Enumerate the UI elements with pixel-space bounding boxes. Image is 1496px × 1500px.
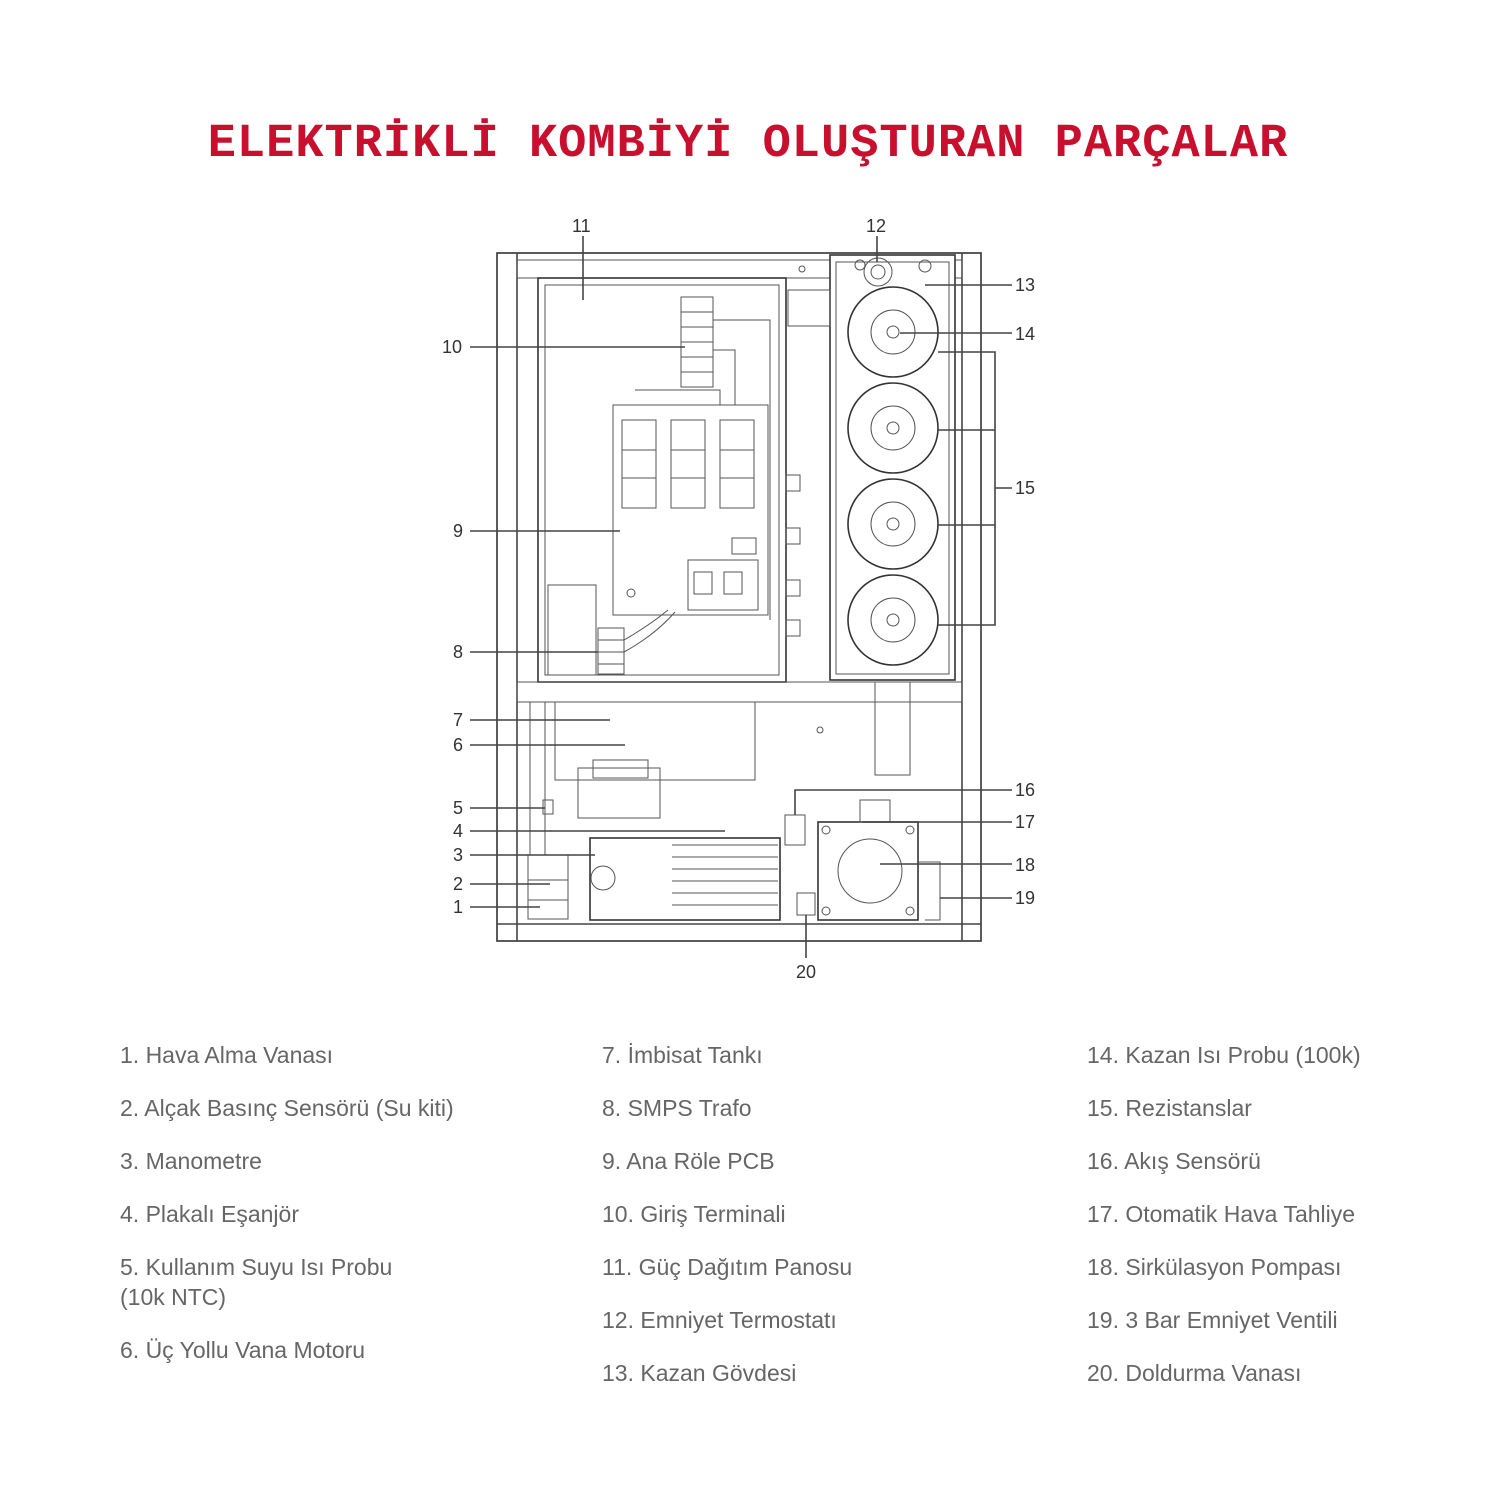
legend-item: 12. Emniyet Termostatı (602, 1307, 837, 1333)
leader-lines (470, 236, 1012, 958)
callout-3: 3 (453, 845, 463, 865)
callout-6: 6 (453, 735, 463, 755)
boiler-body (787, 254, 956, 681)
boiler-diagram: 1 2 3 4 5 6 7 8 9 10 11 12 13 14 15 16 1… (442, 216, 1035, 982)
page-title: ELEKTRİKLİ KOMBİYİ OLUŞTURAN PARÇALAR (207, 118, 1289, 171)
callout-19: 19 (1015, 888, 1035, 908)
callout-15: 15 (1015, 478, 1035, 498)
callout-4: 4 (453, 821, 463, 841)
plate-heat-exchanger (589, 837, 781, 921)
callout-2: 2 (453, 874, 463, 894)
callout-17: 17 (1015, 812, 1035, 832)
safety-thermostat (854, 257, 932, 287)
callout-7: 7 (453, 710, 463, 730)
callout-5: 5 (453, 798, 463, 818)
legend-column-2: 7. İmbisat Tankı 8. SMPS Trafo 9. Ana Rö… (602, 1040, 1022, 1411)
legend-item: 17. Otomatik Hava Tahliye (1087, 1201, 1356, 1227)
expansion-tank (554, 701, 756, 781)
callout-11: 11 (572, 216, 591, 236)
legend-item: 16. Akış Sensörü (1087, 1148, 1261, 1174)
legend-item: 7. İmbisat Tankı (602, 1042, 763, 1068)
legend-item: 9. Ana Röle PCB (602, 1148, 775, 1174)
power-distribution-panel (537, 277, 801, 683)
legend-item: 5. Kullanım Suyu Isı Probu (10k NTC) (120, 1254, 393, 1310)
legend-item: 10. Giriş Terminali (602, 1201, 786, 1227)
callout-14: 14 (1015, 324, 1035, 344)
legend-item: 1. Hava Alma Vanası (120, 1042, 334, 1068)
callout-10: 10 (442, 337, 462, 357)
legend-item: 19. 3 Bar Emniyet Ventili (1087, 1307, 1338, 1333)
legend-column-3: 14. Kazan Isı Probu (100k) 15. Rezistans… (1087, 1040, 1487, 1411)
legend-item: 14. Kazan Isı Probu (100k) (1087, 1042, 1361, 1068)
legend-item: 4. Plakalı Eşanjör (120, 1201, 299, 1227)
legend-item: 3. Manometre (120, 1148, 262, 1174)
legend-item: 15. Rezistanslar (1087, 1095, 1252, 1121)
smps-transformer (597, 609, 676, 675)
circulation-pump (817, 821, 919, 921)
callout-9: 9 (453, 521, 463, 541)
legend-item: 13. Kazan Gövdesi (602, 1360, 797, 1386)
legend-item: 11. Güç Dağıtım Panosu (602, 1254, 853, 1280)
legend-item: 18. Sirkülasyon Pompası (1087, 1254, 1342, 1280)
callout-18: 18 (1015, 855, 1035, 875)
callout-8: 8 (453, 642, 463, 662)
callout-12: 12 (866, 216, 886, 236)
legend-item: 20. Doldurma Vanası (1087, 1360, 1302, 1386)
callout-1: 1 (453, 897, 463, 917)
callout-13: 13 (1015, 275, 1035, 295)
main-relay-pcb (612, 404, 769, 616)
callout-16: 16 (1015, 780, 1035, 800)
legend-item: 8. SMPS Trafo (602, 1095, 752, 1121)
callout-labels: 1 2 3 4 5 6 7 8 9 10 11 12 13 14 15 16 1… (442, 216, 1035, 982)
legend-item: 6. Üç Yollu Vana Motoru (120, 1337, 366, 1363)
lower-section (516, 681, 963, 921)
three-way-valve-motor (577, 767, 661, 819)
heating-resistors (847, 286, 939, 666)
input-terminal (635, 296, 771, 620)
legend-item: 2. Alçak Basınç Sensörü (Su kiti) (120, 1095, 454, 1121)
manometer (590, 865, 616, 891)
callout-20: 20 (796, 962, 816, 982)
legend-column-1: 1. Hava Alma Vanası 2. Alçak Basınç Sens… (120, 1040, 540, 1388)
